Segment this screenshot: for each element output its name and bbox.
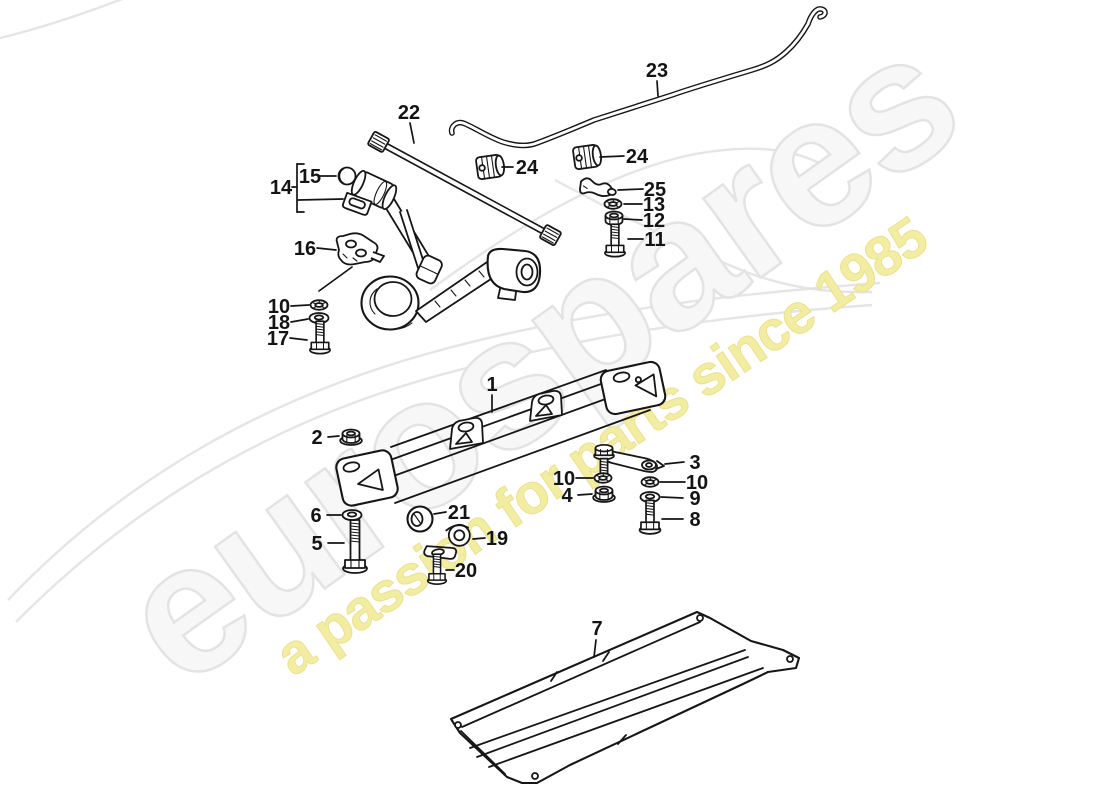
part-bolt-5 xyxy=(342,519,368,574)
part-bushing-24-left xyxy=(475,153,505,181)
control-arm-ring-eye xyxy=(360,275,420,331)
callout-17: 17 xyxy=(267,328,289,350)
callout-24-right: 24 xyxy=(626,146,649,168)
torsion-bar-spline-left xyxy=(367,131,390,153)
part-cap-15 xyxy=(337,166,357,186)
callout-3: 3 xyxy=(689,452,700,474)
part-stabilizer-bar xyxy=(448,6,828,149)
part-nut-4 xyxy=(593,487,615,503)
callout-20: 20 xyxy=(455,560,477,582)
swoosh-top-left xyxy=(0,0,123,40)
part-clamp-19 xyxy=(423,523,471,560)
part-washer-6 xyxy=(341,509,363,522)
watermark: eurospares a passion for parts since 198… xyxy=(0,0,993,725)
part-crossmember xyxy=(335,360,667,507)
callout-10-a: 10 xyxy=(268,296,290,318)
control-arm-buffer xyxy=(415,254,443,285)
swoosh-long-sweep xyxy=(7,281,881,601)
callout-1: 1 xyxy=(486,374,497,396)
part-clamp-25 xyxy=(578,177,617,197)
part-bushing-24-right xyxy=(572,143,602,171)
part-bracket-16 xyxy=(335,232,385,266)
callout-10-c: 10 xyxy=(686,472,708,494)
part-retaining-strap-3 xyxy=(593,443,665,475)
torsion-bar-spline-right xyxy=(539,224,562,246)
part-bolt-17 xyxy=(309,320,331,355)
callout-18: 18 xyxy=(268,312,290,334)
part-lock-washer-10a xyxy=(309,299,329,311)
part-bushing-clamp-14 xyxy=(341,191,373,216)
part-nut-2 xyxy=(340,430,362,446)
part-lock-washer-10b xyxy=(593,472,613,484)
control-arm-rear-bushing xyxy=(486,247,542,301)
callout-9: 9 xyxy=(689,488,700,510)
crossmember-right-end xyxy=(599,360,667,416)
callout-2: 2 xyxy=(311,427,322,449)
callout-7: 7 xyxy=(591,618,602,640)
part-torsion-bar xyxy=(367,131,562,246)
callout-15: 15 xyxy=(299,166,321,188)
callout-21: 21 xyxy=(448,502,470,524)
crossmember-left-end xyxy=(335,449,399,507)
crossmember-boss-2 xyxy=(529,389,563,422)
callout-10-b: 10 xyxy=(553,468,575,490)
callout-8: 8 xyxy=(689,509,700,531)
callout-11: 11 xyxy=(644,229,665,251)
callout-23: 23 xyxy=(646,60,668,82)
part-bolt-8 xyxy=(638,499,662,536)
callout-5: 5 xyxy=(311,533,322,555)
part-grommet-21 xyxy=(406,505,434,533)
watermark-brand-text: eurospares xyxy=(85,0,992,723)
part-skid-plate xyxy=(449,610,801,785)
callout-24-left: 24 xyxy=(516,157,539,179)
part-lock-washer-10c xyxy=(640,476,660,488)
callout-4: 4 xyxy=(561,485,573,507)
callout-25: 25 xyxy=(644,179,666,201)
callout-19: 19 xyxy=(486,528,508,550)
swoosh-dome xyxy=(429,147,833,291)
part-lock-washer-13 xyxy=(603,198,623,210)
callout-16: 16 xyxy=(294,238,316,260)
callout-6: 6 xyxy=(310,505,321,527)
swoosh-long-sweep-inner xyxy=(15,303,873,623)
callout-14: 14 xyxy=(270,177,293,199)
part-control-arm xyxy=(341,169,542,331)
callout-22: 22 xyxy=(398,102,420,124)
leader-lines xyxy=(289,80,686,658)
callout-13: 13 xyxy=(643,194,665,216)
callout-12: 12 xyxy=(643,210,665,232)
crossmember-boss-1 xyxy=(449,416,484,450)
part-nut-12 xyxy=(604,210,624,226)
